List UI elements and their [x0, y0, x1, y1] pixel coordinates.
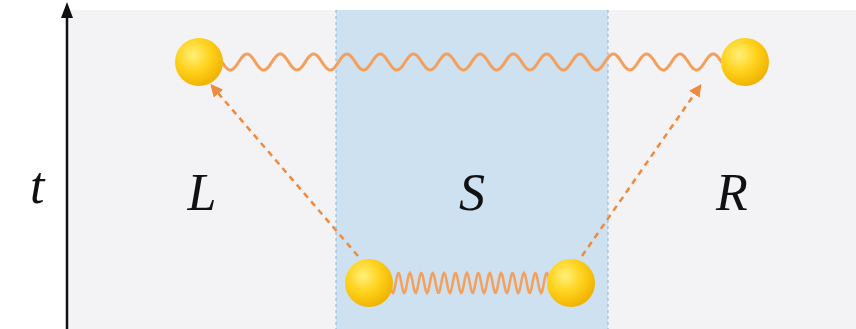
region-label: S: [459, 167, 485, 219]
region-band: L: [68, 10, 336, 329]
axis-label: t: [30, 160, 44, 212]
region-label: R: [716, 167, 748, 219]
wavy-bond: [222, 54, 722, 70]
particle: [721, 38, 769, 86]
band-fill: [336, 10, 608, 329]
region-band: S: [336, 10, 608, 329]
dashed-arrow: [212, 86, 358, 256]
axis-arrowhead: [61, 2, 73, 18]
dashed-arrow: [582, 86, 700, 256]
region-ground: [68, 10, 856, 329]
band-border: [336, 10, 337, 329]
time-axis: [66, 16, 69, 329]
particle: [175, 38, 223, 86]
region-band: R: [608, 10, 856, 329]
region-label: L: [188, 167, 217, 219]
particle: [547, 259, 595, 307]
particle: [345, 259, 393, 307]
spring-bond: [390, 273, 550, 293]
